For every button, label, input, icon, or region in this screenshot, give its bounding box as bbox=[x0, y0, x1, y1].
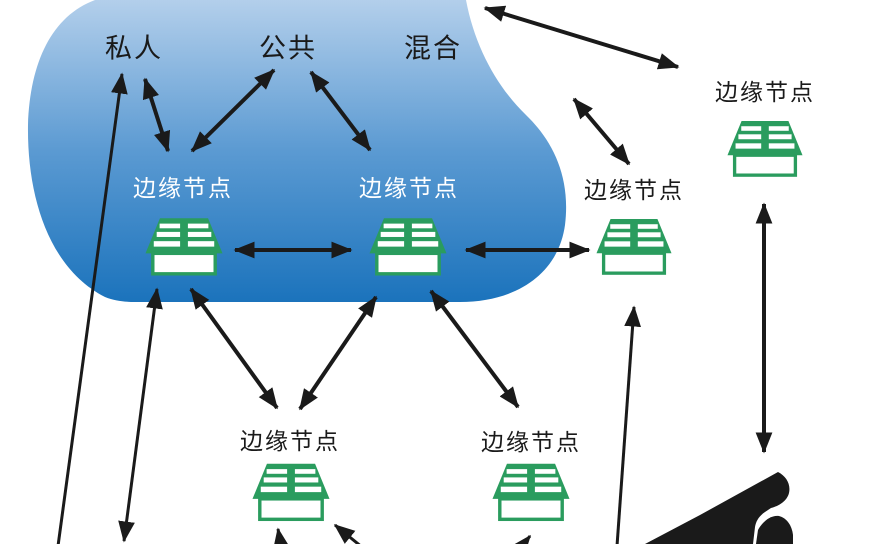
arrow-node2-node5 bbox=[298, 295, 378, 411]
arrow-bottom-node5 bbox=[273, 527, 290, 544]
cloud-label-hybrid: 混合 bbox=[404, 33, 462, 65]
arrow-node1-node5 bbox=[189, 287, 279, 410]
edge-node-label-cloud-right: 边缘节点 bbox=[584, 178, 684, 204]
arrow-public-node2 bbox=[309, 70, 372, 152]
arrow-cloud-node3 bbox=[572, 97, 631, 166]
edge-node-label-bottom-right: 边缘节点 bbox=[481, 430, 581, 456]
arrow-bottom-to-node1 bbox=[118, 287, 163, 543]
server-icon-cloud-left bbox=[145, 217, 223, 276]
server-icon-cloud-right bbox=[596, 218, 672, 275]
cloud-label-private: 私人 bbox=[105, 33, 163, 65]
server-icon-cloud-middle bbox=[369, 217, 447, 276]
device-hand-silhouette bbox=[645, 472, 793, 544]
edge-node-label-bottom-left: 边缘节点 bbox=[240, 429, 340, 455]
arrow-bottom-to-private bbox=[56, 72, 128, 544]
arrow-bottom-to-node3 bbox=[615, 305, 641, 544]
server-icon-bottom-right bbox=[492, 462, 570, 522]
arrow-public-node1 bbox=[190, 68, 276, 153]
edge-node-label-top-right: 边缘节点 bbox=[715, 80, 815, 106]
edge-node-label-cloud-middle: 边缘节点 bbox=[359, 176, 459, 202]
arrow-private-node1 bbox=[142, 77, 171, 153]
server-icon-bottom-left bbox=[252, 462, 330, 522]
edge-node-label-cloud-left: 边缘节点 bbox=[133, 176, 233, 202]
arrow-diag-node5 bbox=[333, 523, 361, 544]
cloud-label-public: 公共 bbox=[259, 33, 317, 65]
server-icon-top-right bbox=[727, 120, 803, 177]
arrow-node2-node6 bbox=[429, 289, 520, 409]
arrow-cloud-topright bbox=[483, 5, 680, 70]
